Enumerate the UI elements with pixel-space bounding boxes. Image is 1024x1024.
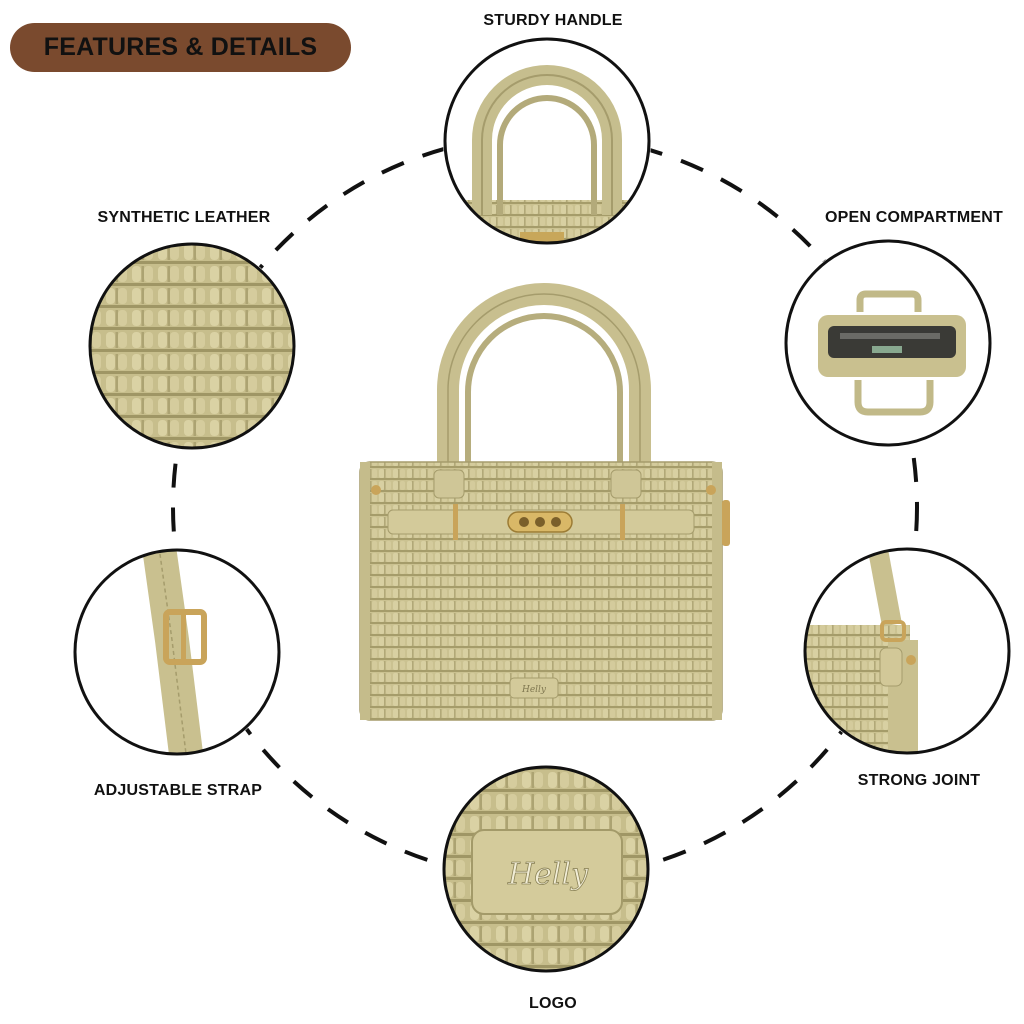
page-title: FEATURES & DETAILS [43,33,318,61]
handbag-main [359,283,730,721]
label-open-compartment: OPEN COMPARTMENT [824,209,1004,226]
logo-text-large: Helly [507,857,589,892]
label-synthetic-leather: SYNTHETIC LEATHER [97,209,271,226]
logo-detail [444,767,648,971]
adjustable-strap-detail [141,550,207,754]
logo-text-small: Helly [521,685,547,695]
synthetic-leather-detail [90,244,294,448]
label-sturdy-handle: STURDY HANDLE [483,12,623,29]
label-strong-joint: STRONG JOINT [857,772,981,789]
open-compartment-detail [818,290,966,416]
label-logo: LOGO [529,995,577,1012]
features-details-badge: FEATURES & DETAILS [10,23,351,72]
label-adjustable-strap: ADJUSTABLE STRAP [93,782,263,799]
